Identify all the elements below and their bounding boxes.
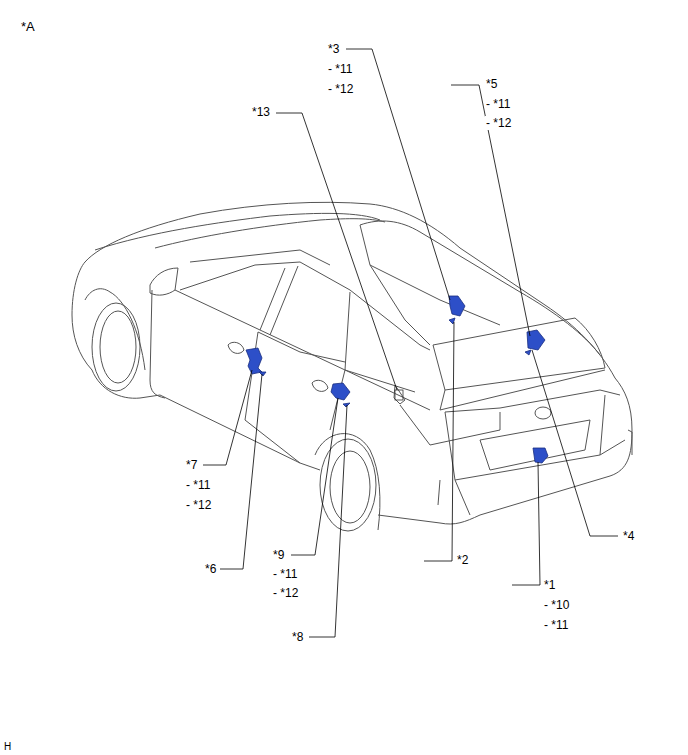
callout-number: *13 <box>251 105 271 119</box>
callout-number: *2 <box>456 553 469 567</box>
callout-number: - *12 <box>272 586 299 600</box>
callout-number: *5 <box>485 77 498 91</box>
callout-number: H <box>3 741 12 753</box>
car-outline <box>72 202 632 531</box>
callout-number: *8 <box>291 630 304 644</box>
callout-number: *1 <box>543 578 556 592</box>
component-parts <box>246 296 548 463</box>
callout-number: *4 <box>622 529 635 543</box>
callout-number: - *12 <box>327 82 354 96</box>
callout-number: - *11 <box>272 567 298 581</box>
callout-number: - *11 <box>327 62 353 76</box>
callout-number: - *11 <box>485 97 511 111</box>
leader-lines <box>203 49 618 637</box>
callout-number: *7 <box>185 458 198 472</box>
callout-number: - *11 <box>185 478 211 492</box>
connector-symbol <box>395 390 403 400</box>
callout-number: - *12 <box>485 116 512 130</box>
callout-number: *9 <box>272 548 285 562</box>
callout-number: - *11 <box>543 618 569 632</box>
callout-number: - *10 <box>543 598 570 612</box>
callout-number: *6 <box>204 562 217 576</box>
callout-number: *3 <box>327 42 340 56</box>
callout-number: - *12 <box>185 498 212 512</box>
callout-number: *A <box>20 19 36 34</box>
